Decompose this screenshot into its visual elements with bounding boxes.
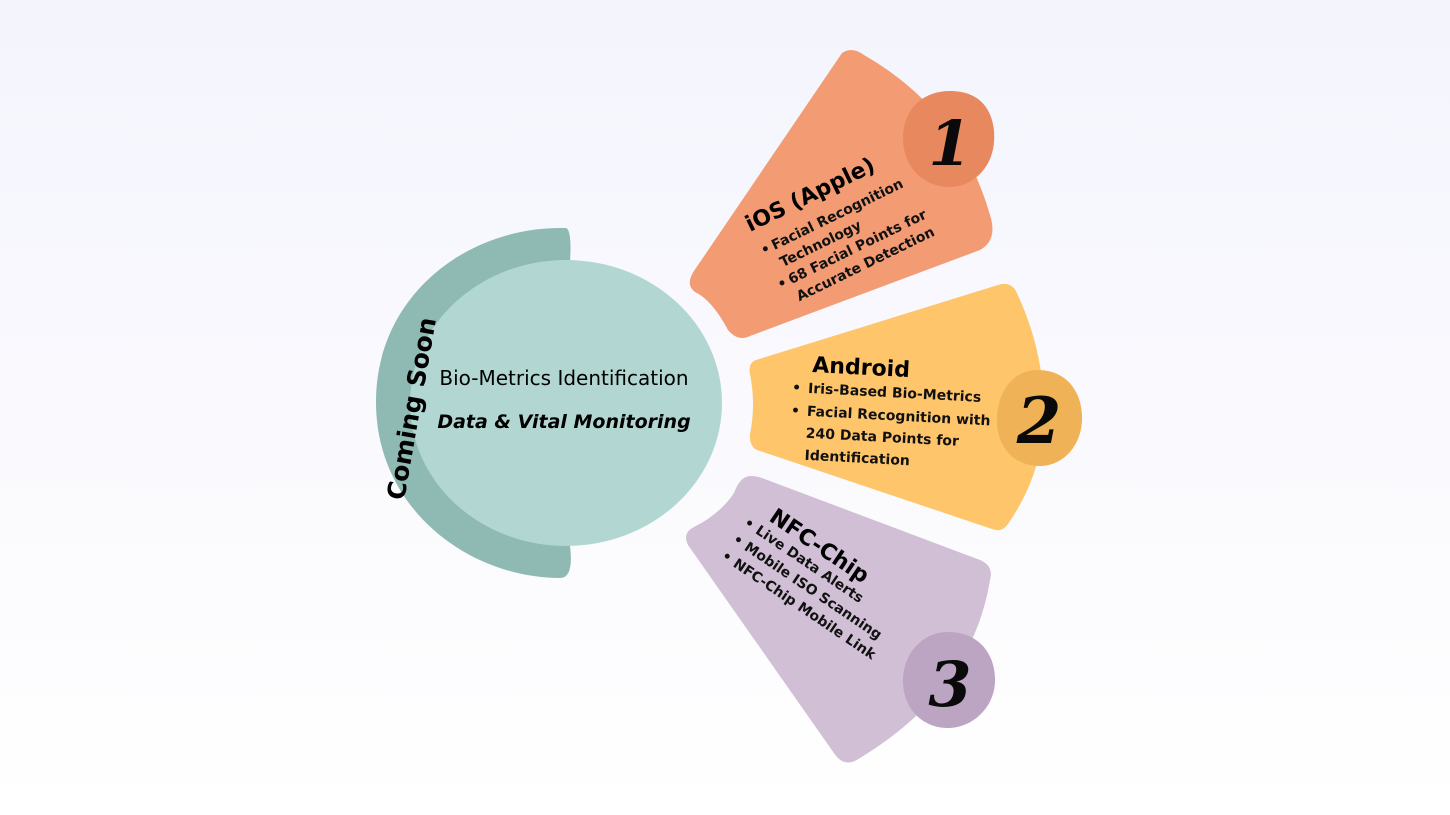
android-segment-shape — [749, 283, 1044, 531]
android-bullet-2-marker: • — [791, 403, 801, 419]
android-title: Android — [812, 353, 911, 383]
android-bullet-1-marker: • — [792, 380, 802, 396]
hub-subtitle: Data & Vital Monitoring — [437, 411, 690, 433]
ios-segment: 1 iOS (Apple) • Facial Recognition Techn… — [689, 49, 995, 338]
android-number: 2 — [1016, 384, 1062, 459]
hub-circle — [410, 260, 722, 546]
nfc-number-badge — [903, 632, 996, 728]
nfc-number: 3 — [928, 648, 971, 721]
ios-number: 1 — [928, 107, 971, 180]
hub-group: Bio-Metrics Identification Data & Vital … — [376, 228, 722, 578]
android-bullet-2-line-3: Identification — [804, 448, 910, 469]
hub-title: Bio-Metrics Identification — [439, 366, 688, 390]
ios-number-badge — [903, 91, 995, 188]
nfc-segment: 3 NFC-Chip • Live Data Alerts • Mobile I… — [686, 476, 996, 763]
android-number-badge — [996, 370, 1083, 467]
android-segment: 2 Android • Iris-Based Bio-Metrics • Fac… — [749, 283, 1083, 531]
